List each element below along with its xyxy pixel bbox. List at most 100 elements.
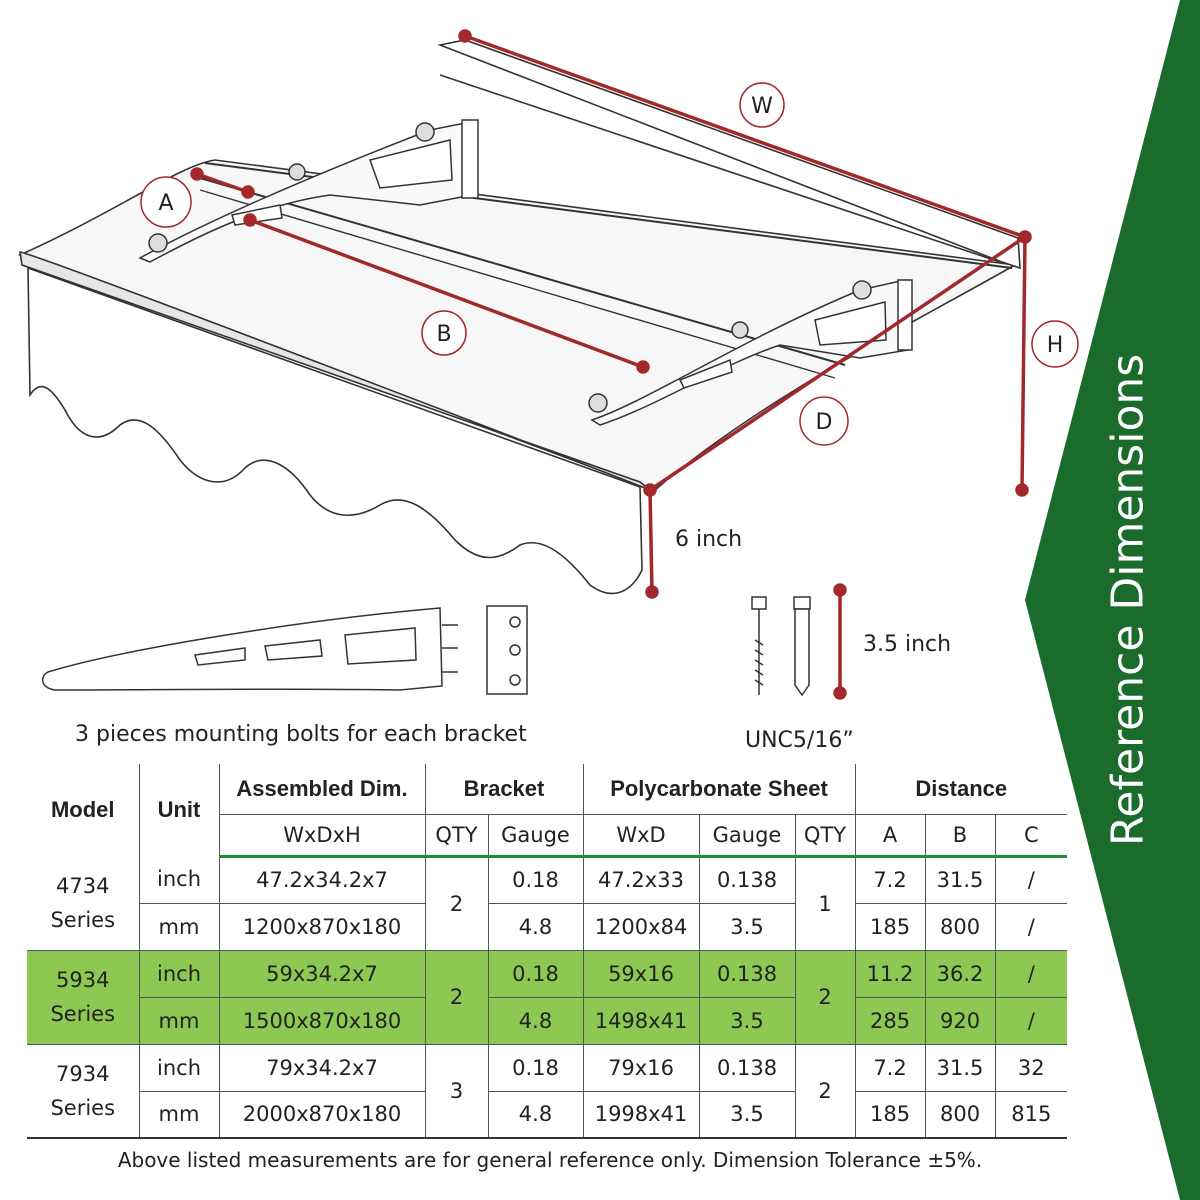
- distance-a-cell: 185: [855, 1091, 926, 1139]
- sheet-gauge-cell: 3.5: [699, 903, 796, 950]
- bracket-gauge-cell: 4.8: [488, 997, 584, 1044]
- model-cell: 7934 Series: [27, 1043, 140, 1139]
- sheet-qty-cell: 1: [795, 856, 856, 950]
- header-model: Model: [27, 764, 140, 856]
- bracket-left: [138, 119, 479, 263]
- table-row: 4734 Series inch 47.2x34.2x7 2 0.18 47.2…: [27, 856, 1068, 950]
- wxd-cell: 47.2x33: [583, 856, 700, 904]
- header-distance: Distance: [855, 764, 1068, 815]
- bracket-gauge-cell: 4.8: [488, 903, 584, 950]
- subheader-wxd: WxD: [583, 814, 700, 858]
- dimension-lines: [190, 29, 1032, 700]
- distance-a-cell: 7.2: [855, 856, 926, 904]
- label-h: H: [1031, 320, 1079, 368]
- label-w-text: W: [751, 94, 773, 119]
- sheet-qty-cell: 2: [795, 949, 856, 1044]
- subheader-a: A: [855, 814, 926, 858]
- wxd-cell: 1998x41: [583, 1091, 700, 1139]
- bracket-qty-cell: 2: [425, 856, 489, 950]
- wxd-cell: 79x16: [583, 1043, 700, 1092]
- distance-c-cell: /: [995, 949, 1068, 998]
- awning-canopy: [17, 39, 1021, 595]
- distance-b-cell: 800: [925, 1091, 996, 1139]
- table-row: 5934 Series inch 59x34.2x7 2 0.18 59x16 …: [27, 949, 1068, 1044]
- distance-a-cell: 185: [855, 903, 926, 950]
- distance-c-cell: 32: [995, 1043, 1068, 1092]
- model-cell: 4734 Series: [27, 856, 140, 950]
- label-h-text: H: [1047, 333, 1064, 358]
- banner-title: Reference Dimensions: [1102, 353, 1154, 847]
- subheader-sheet-qty: QTY: [795, 814, 856, 858]
- model-cell: 5934 Series: [27, 949, 140, 1044]
- distance-a-cell: 7.2: [855, 1043, 926, 1092]
- bracket-qty-cell: 3: [425, 1043, 489, 1139]
- header-assembled: Assembled Dim.: [219, 764, 426, 815]
- subheader-c: C: [995, 814, 1068, 858]
- distance-c-cell: /: [1027, 1008, 1035, 1033]
- header-bracket: Bracket: [425, 764, 584, 815]
- table-row: mm 2000x870x180 4.8 1998x41 3.5 185 800 …: [27, 1091, 1068, 1139]
- bracket-gauge-cell: 0.18: [488, 1043, 584, 1092]
- bracket-right: [588, 279, 913, 426]
- side-banner: [1025, 0, 1200, 1200]
- unit-cell: inch: [139, 949, 220, 998]
- spec-table: Model Unit Assembled Dim. Bracket Polyca…: [27, 764, 1068, 1139]
- distance-b-cell: 31.5: [925, 1043, 996, 1092]
- table-row: mm 1500x870x180 4.8 1498x41 3.5 285 920 …: [27, 997, 1068, 1044]
- bracket-gauge-cell: 4.8: [488, 1091, 584, 1139]
- header-sheet: Polycarbonate Sheet: [583, 764, 856, 815]
- subheader-wxdxh: WxDxH: [219, 814, 426, 858]
- sheet-gauge-cell: 3.5: [699, 997, 796, 1044]
- unit-cell: inch: [139, 1043, 220, 1092]
- distance-b-cell: 36.2: [925, 949, 996, 998]
- dim-cell: 2000x870x180: [219, 1091, 426, 1139]
- distance-c-cell: /: [995, 856, 1068, 904]
- dim-cell: 1200x870x180: [219, 903, 426, 950]
- distance-a-cell: 11.2: [855, 949, 926, 998]
- unit-cell: mm: [139, 997, 220, 1044]
- label-w: W: [739, 82, 785, 128]
- sheet-gauge-cell: 0.138: [699, 1043, 796, 1092]
- label-a-text: A: [158, 191, 173, 216]
- wxd-cell: 1200x84: [583, 903, 700, 950]
- distance-a-cell: 285: [855, 997, 926, 1044]
- footnote: Above listed measurements are for genera…: [117, 1148, 983, 1172]
- bracket-qty-cell: 2: [425, 949, 489, 1044]
- sheet-gauge-cell: 3.5: [699, 1091, 796, 1139]
- dim-cell: 1500x870x180: [219, 997, 426, 1044]
- dim-cell: 59x34.2x7: [219, 949, 426, 998]
- subheader-bracket-qty: QTY: [425, 814, 489, 858]
- dim-cell: 79x34.2x7: [219, 1043, 426, 1092]
- bracket-caption: 3 pieces mounting bolts for each bracket: [75, 722, 527, 747]
- label-d: D: [799, 396, 849, 446]
- bracket-detail: [41, 605, 528, 695]
- sheet-qty-cell: 2: [795, 1043, 856, 1139]
- unit-cell: mm: [139, 903, 220, 950]
- awning-diagram: W A B D H 6 inch 3.5 inch: [17, 29, 1079, 700]
- table-row: mm 1200x870x180 4.8 1200x84 3.5 185 800 …: [27, 903, 1067, 950]
- bolt-length: 3.5 inch: [863, 632, 951, 657]
- sheet-gauge-cell: 0.138: [699, 856, 796, 904]
- bracket-gauge-cell: 0.18: [488, 949, 584, 998]
- label-b-text: B: [436, 322, 451, 347]
- distance-b-cell: 920: [925, 997, 996, 1044]
- subheader-sheet-gauge: Gauge: [699, 814, 796, 858]
- distance-b-cell: 800: [925, 903, 996, 950]
- dim-cell: 47.2x34.2x7: [219, 856, 426, 904]
- wxd-cell: 1498x41: [583, 997, 700, 1044]
- unit-cell: inch: [139, 856, 220, 904]
- label-a: A: [140, 176, 192, 228]
- header-unit: Unit: [139, 764, 220, 856]
- label-b: B: [421, 310, 467, 356]
- subheader-b: B: [925, 814, 996, 858]
- distance-c-cell: 815: [995, 1091, 1068, 1139]
- unit-cell: mm: [139, 1091, 220, 1139]
- bolt-detail: [751, 596, 811, 697]
- sheet-gauge-cell: 0.138: [699, 949, 796, 998]
- wxd-cell: 59x16: [583, 949, 700, 998]
- table-row: 7934 Series inch 79x34.2x7 3 0.18 79x16 …: [27, 1043, 1068, 1139]
- label-d-text: D: [816, 410, 833, 435]
- subheader-bracket-gauge: Gauge: [488, 814, 584, 858]
- bracket-gauge-cell: 0.18: [488, 856, 584, 904]
- distance-b-cell: 31.5: [925, 856, 996, 904]
